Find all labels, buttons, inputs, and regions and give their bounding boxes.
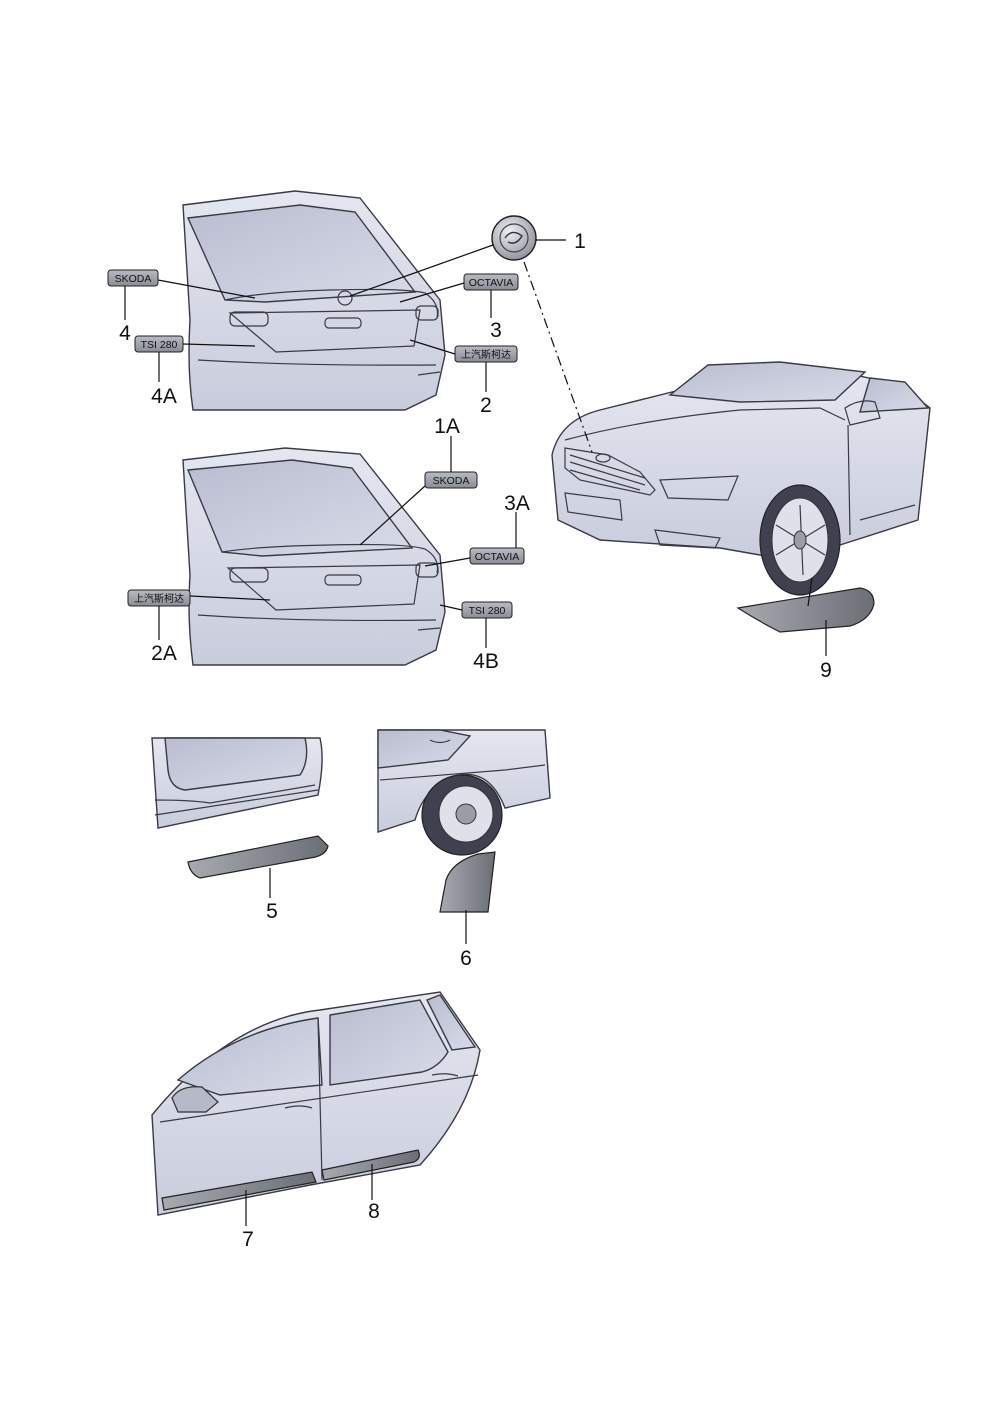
callout-1a: 1A <box>434 415 460 438</box>
badge-skoda-middle: SKODA <box>424 471 478 489</box>
part-5-sill-plate <box>187 835 329 879</box>
callout-3: 3 <box>490 319 502 342</box>
callout-9: 9 <box>820 659 832 682</box>
svg-text:SKODA: SKODA <box>433 475 470 487</box>
svg-text:OCTAVIA: OCTAVIA <box>469 277 514 289</box>
leader-lines <box>124 239 827 1226</box>
callout-1: 1 <box>574 230 586 253</box>
rear-wheel-arch-view <box>377 729 551 856</box>
callout-4b: 4B <box>473 650 499 673</box>
svg-text:上汽斯柯达: 上汽斯柯达 <box>461 348 511 361</box>
svg-text:TSI 280: TSI 280 <box>141 339 178 351</box>
part-8-rear-door-molding <box>321 1149 420 1181</box>
callout-2: 2 <box>480 394 492 417</box>
part-1-front-logo <box>491 215 537 261</box>
callout-4: 4 <box>119 322 131 345</box>
badge-tsi-top: TSI 280 <box>134 335 184 353</box>
rear-view-top <box>182 190 446 411</box>
part-7-front-door-molding <box>161 1171 317 1211</box>
badge-skoda-top: SKODA <box>107 269 159 287</box>
door-sill-view <box>151 737 323 829</box>
side-mirror <box>171 1086 219 1113</box>
callout-3a: 3A <box>504 492 530 515</box>
badge-chinese-top: 上汽斯柯达 <box>454 345 518 363</box>
front-car-view <box>551 361 931 596</box>
callout-6: 6 <box>460 947 472 970</box>
badge-tsi-middle: TSI 280 <box>461 601 513 619</box>
callout-5: 5 <box>266 900 278 923</box>
badge-octavia-top: OCTAVIA <box>463 273 519 291</box>
badge-chinese-middle: 上汽斯柯达 <box>127 589 191 607</box>
svg-text:上汽斯柯达: 上汽斯柯达 <box>134 592 184 605</box>
callout-4a: 4A <box>151 385 177 408</box>
part-9-front-trim <box>736 587 875 633</box>
badge-octavia-middle: OCTAVIA <box>469 547 525 565</box>
svg-text:TSI 280: TSI 280 <box>469 605 506 617</box>
callout-2a: 2A <box>151 642 177 665</box>
callout-7: 7 <box>242 1228 254 1251</box>
svg-text:OCTAVIA: OCTAVIA <box>475 551 520 563</box>
callout-8: 8 <box>368 1200 380 1223</box>
part-6-mud-flap <box>439 851 496 913</box>
rear-view-middle <box>182 447 446 666</box>
svg-text:SKODA: SKODA <box>115 273 152 285</box>
